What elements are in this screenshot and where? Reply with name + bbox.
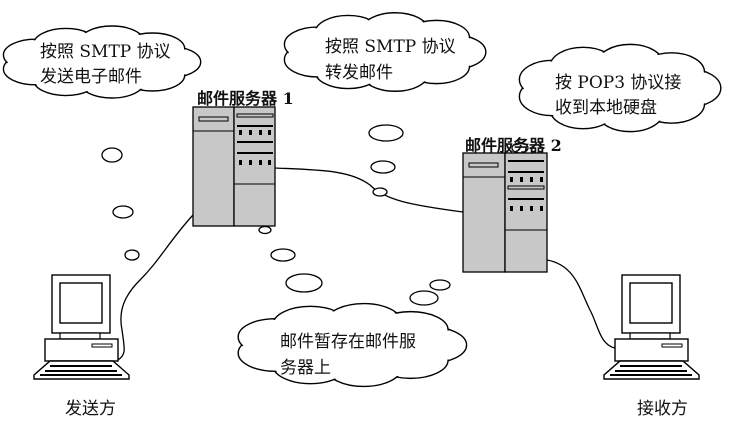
link-server1-server2	[274, 167, 464, 213]
link-server2-receiver	[546, 259, 616, 349]
thought-bubble	[270, 248, 296, 262]
sender-label: 发送方	[65, 399, 116, 419]
thought-bubble	[429, 279, 451, 291]
thought-bubbles	[101, 124, 529, 306]
cloud-relay	[283, 12, 487, 92]
cloud-storage-line1: 邮件暂存在邮件服	[280, 332, 416, 352]
cloud-storage	[237, 302, 468, 388]
clouds	[2, 12, 722, 388]
thought-bubble	[101, 147, 123, 163]
cloud-relay-line2: 转发邮件	[325, 63, 393, 83]
cloud-storage-line2: 务器上	[280, 358, 331, 378]
thought-bubble	[258, 225, 272, 235]
cloud-sender-line1: 按照 SMTP 协议	[40, 42, 171, 62]
thought-bubble	[285, 273, 323, 293]
link-sender-server1	[117, 214, 194, 361]
thought-bubble	[372, 187, 388, 197]
thought-bubble	[370, 160, 396, 174]
cloud-sender-line2: 发送电子邮件	[40, 67, 142, 87]
computer-icon	[603, 274, 700, 380]
thought-bubble	[124, 249, 140, 261]
thought-bubble	[112, 205, 134, 219]
server-icon	[462, 152, 548, 273]
cloud-relay-line1: 按照 SMTP 协议	[325, 37, 456, 57]
computer-icon	[33, 274, 130, 380]
cloud-receiver-line2: 收到本地硬盘	[555, 98, 657, 118]
cloud-sender	[2, 25, 202, 99]
thought-bubble	[409, 290, 439, 306]
cloud-receiver	[518, 43, 722, 133]
server1-label: 邮件服务器 1	[197, 89, 294, 108]
thought-bubble	[368, 124, 404, 142]
receiver-label: 接收方	[637, 399, 688, 419]
server2-label: 邮件服务器 2	[465, 136, 562, 155]
cloud-receiver-line1: 按 POP3 协议接	[555, 73, 681, 93]
server-icon	[192, 106, 276, 227]
